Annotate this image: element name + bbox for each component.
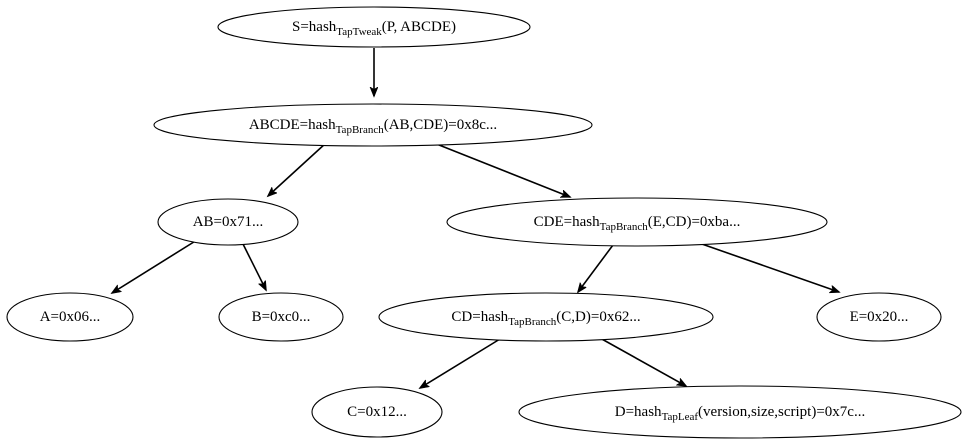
- node-ellipse: [518, 385, 962, 439]
- edge-line: [242, 243, 266, 290]
- graph-node-c[interactable]: C=0x12...: [311, 386, 443, 438]
- node-ellipse: [6, 292, 134, 342]
- edge-line: [578, 244, 614, 292]
- edge-line: [698, 242, 839, 292]
- node-label: S=hashTapTweak(P, ABCDE): [292, 19, 456, 37]
- node-label: B=0xc0...: [252, 309, 311, 325]
- graph-node-a[interactable]: A=0x06...: [6, 292, 134, 342]
- graph-node-abcde[interactable]: ABCDE=hashTapBranch(AB,CDE)=0x8c...: [153, 103, 593, 147]
- node-ellipse: [153, 103, 593, 147]
- node-label: D=hashTapLeaf(version,size,script)=0x7c.…: [615, 404, 865, 422]
- edge-line: [420, 338, 501, 388]
- graph-edge-cde-to-e: [698, 242, 839, 292]
- graph-node-cd[interactable]: CD=hashTapBranch(C,D)=0x62...: [378, 292, 714, 342]
- node-ellipse: [157, 198, 299, 246]
- graph-node-ab[interactable]: AB=0x71...: [157, 198, 299, 246]
- edge-line: [433, 142, 570, 198]
- edge-line: [112, 239, 198, 293]
- node-ellipse: [378, 292, 714, 342]
- graph-edge-ab-to-b: [242, 243, 266, 290]
- node-label: AB=0x71...: [193, 214, 264, 230]
- node-ellipse: [816, 292, 942, 342]
- graph-edge-ab-to-a: [112, 239, 198, 293]
- graph-node-s[interactable]: S=hashTapTweak(P, ABCDE): [217, 6, 531, 48]
- graph-edge-cd-to-d: [599, 337, 686, 386]
- node-ellipse: [218, 292, 344, 342]
- node-label: C=0x12...: [347, 404, 407, 420]
- nodes-layer: S=hashTapTweak(P, ABCDE) ABCDE=hashTapBra…: [6, 6, 962, 439]
- graph-edge-abcde-to-ab: [268, 142, 327, 196]
- node-label: CDE=hashTapBranch(E,CD)=0xba...: [534, 214, 741, 232]
- graph-node-cde[interactable]: CDE=hashTapBranch(E,CD)=0xba...: [446, 197, 828, 247]
- node-label: A=0x06...: [40, 309, 101, 325]
- node-ellipse: [311, 386, 443, 438]
- node-label: ABCDE=hashTapBranch(AB,CDE)=0x8c...: [249, 117, 497, 135]
- node-ellipse: [446, 197, 828, 247]
- node-label: CD=hashTapBranch(C,D)=0x62...: [451, 309, 640, 327]
- node-label: E=0x20...: [850, 309, 909, 325]
- graph-node-d[interactable]: D=hashTapLeaf(version,size,script)=0x7c.…: [518, 385, 962, 439]
- graph-node-b[interactable]: B=0xc0...: [218, 292, 344, 342]
- graph-edge-cd-to-c: [420, 338, 501, 388]
- node-ellipse: [217, 6, 531, 48]
- edge-line: [268, 142, 327, 196]
- edge-line: [599, 337, 686, 386]
- graph-edge-cde-to-cd: [578, 244, 614, 292]
- edges-layer: [112, 48, 839, 388]
- graph-node-e[interactable]: E=0x20...: [816, 292, 942, 342]
- graph-edge-abcde-to-cde: [433, 142, 570, 198]
